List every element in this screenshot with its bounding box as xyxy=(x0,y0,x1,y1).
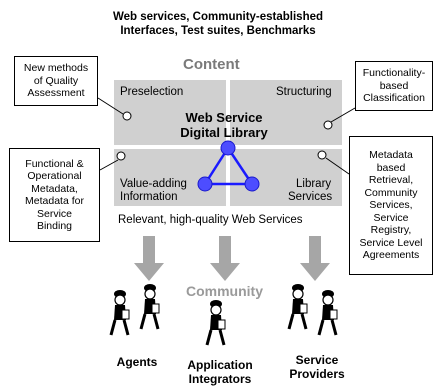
callout-connector-functional-metadata xyxy=(99,159,119,171)
callout-functionality-line3: Classification xyxy=(363,92,425,105)
header-line-1: Web services, Community-established xyxy=(112,11,324,23)
network-triangle xyxy=(197,140,260,192)
callout-functional-metadata-line6: Binding xyxy=(36,220,72,232)
callout-new-methods: New methods of Quality Assessment xyxy=(14,56,98,106)
callout-metadata-retrieval: Metadata based Retrieval, Community Serv… xyxy=(349,136,433,275)
node-right xyxy=(244,176,260,192)
quadrant-preselection: Preselection xyxy=(120,86,184,98)
callout-metadata-retrieval-line2: based xyxy=(376,161,406,174)
group-label-agents: Agents xyxy=(116,355,158,369)
header-line-2: Interfaces, Test suites, Benchmarks xyxy=(120,25,316,37)
callout-functionality: Functionality- based Classification xyxy=(355,61,433,111)
callout-new-methods-line2: of Quality xyxy=(33,74,79,87)
quadrant-structuring: Structuring xyxy=(276,86,332,98)
quadrant-value-adding-line2: Information xyxy=(120,191,178,203)
callout-anchor-new-methods xyxy=(122,111,132,121)
group-label-integrators: Application Integrators xyxy=(180,358,260,386)
callout-functional-metadata-line3: Metadata, xyxy=(31,182,78,195)
callout-metadata-retrieval-line6: Service xyxy=(373,211,409,224)
callout-connector-new-methods xyxy=(97,97,124,115)
node-left xyxy=(197,176,213,192)
callout-metadata-retrieval-line5: Services, xyxy=(369,199,413,212)
callout-metadata-retrieval-line7: Registry, xyxy=(370,224,412,237)
library-title-line2: Digital Library xyxy=(180,125,268,140)
callout-functional-metadata-line2: Operational xyxy=(27,170,82,182)
output-label: Relevant, high-quality Web Services xyxy=(118,214,303,226)
library-title-line1: Web Service xyxy=(185,110,263,125)
down-arrow-integrators xyxy=(210,236,240,281)
callout-metadata-retrieval-line3: Retrieval, xyxy=(368,174,414,187)
callout-metadata-retrieval-line8: Service Level xyxy=(359,236,423,249)
callout-metadata-retrieval-line4: Community xyxy=(364,186,418,199)
panel-structuring xyxy=(230,80,342,145)
group-label-providers-line1: Service xyxy=(295,353,339,367)
callout-functional-metadata-line4: Metadata for xyxy=(25,195,84,207)
callout-anchor-functional-metadata xyxy=(116,151,126,161)
callout-functionality-line2: based xyxy=(379,79,409,92)
down-arrow-providers xyxy=(300,236,330,281)
quadrant-library-services-line1: Library xyxy=(296,178,332,190)
person-icon-agent-1 xyxy=(109,290,130,336)
panel-preselection xyxy=(114,80,226,145)
quadrant-library-services-line2: Services xyxy=(288,191,333,203)
callout-functionality-line1: Functionality- xyxy=(362,67,426,80)
group-label-integrators-line2: Integrators xyxy=(188,372,252,386)
callout-connector-functionality xyxy=(330,107,356,123)
callout-anchor-functionality xyxy=(323,120,333,130)
down-arrow-agents xyxy=(134,236,164,281)
callout-metadata-retrieval-line9: Agreements xyxy=(362,249,420,262)
callout-new-methods-line1: New methods xyxy=(23,62,89,75)
callout-functional-metadata: Functional & Operational Metadata, Metad… xyxy=(9,148,100,242)
callout-new-methods-line3: Assessment xyxy=(27,87,85,100)
callout-connector-metadata-retrieval xyxy=(325,157,350,175)
person-icon-integrator xyxy=(205,300,226,346)
library-title: Web Service Digital Library xyxy=(134,110,314,140)
person-icon-agent-2 xyxy=(139,284,160,330)
group-label-providers-line2: Providers xyxy=(289,367,345,381)
group-label-providers: Service Providers xyxy=(282,353,352,381)
callout-functional-metadata-line1: Functional & xyxy=(25,157,84,170)
callout-anchor-metadata-retrieval xyxy=(317,150,327,160)
callout-metadata-retrieval-line1: Metadata xyxy=(369,149,413,162)
node-top xyxy=(220,140,236,156)
person-icon-provider-1 xyxy=(287,284,308,330)
content-title: Content xyxy=(183,56,240,73)
group-label-integrators-line1: Application xyxy=(187,358,253,372)
person-icon-provider-2 xyxy=(317,290,338,336)
quadrant-value-adding-line1: Value-adding xyxy=(120,178,187,190)
community-label: Community xyxy=(186,283,263,299)
callout-functional-metadata-line5: Service xyxy=(36,207,72,220)
